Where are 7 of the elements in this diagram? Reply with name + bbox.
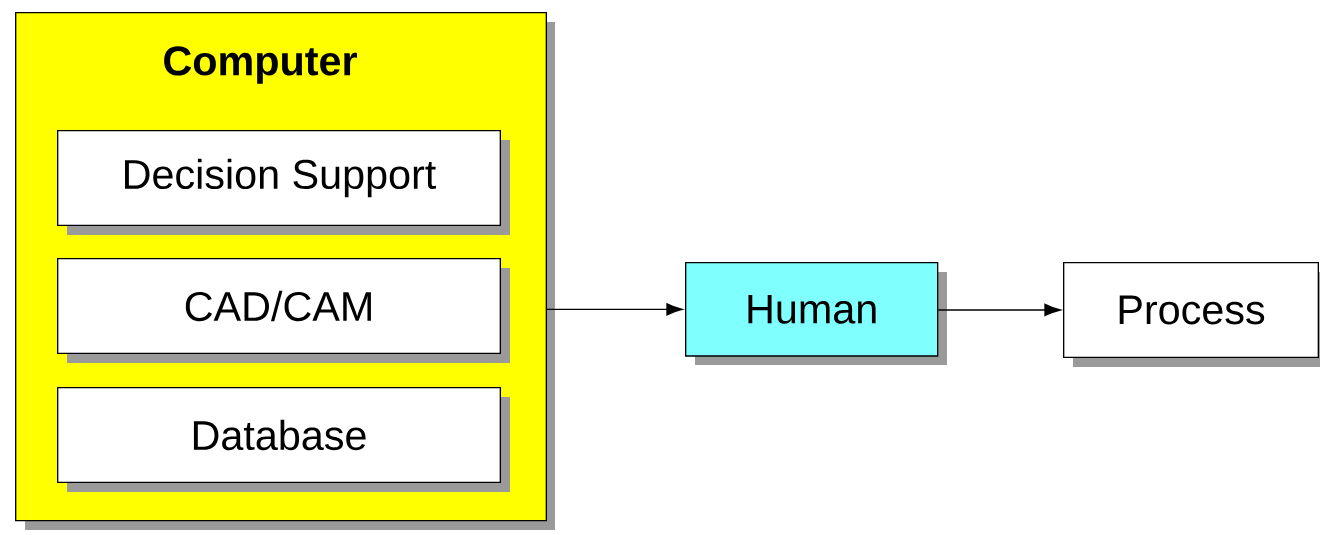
process-box: Human <box>685 262 947 365</box>
process-box: Process <box>1063 262 1320 367</box>
arrow <box>546 303 683 316</box>
process-box: Decision Support <box>57 130 510 235</box>
arrow <box>937 303 1061 317</box>
process-box: CAD/CAM <box>57 258 510 363</box>
process-box: Database <box>57 387 510 492</box>
